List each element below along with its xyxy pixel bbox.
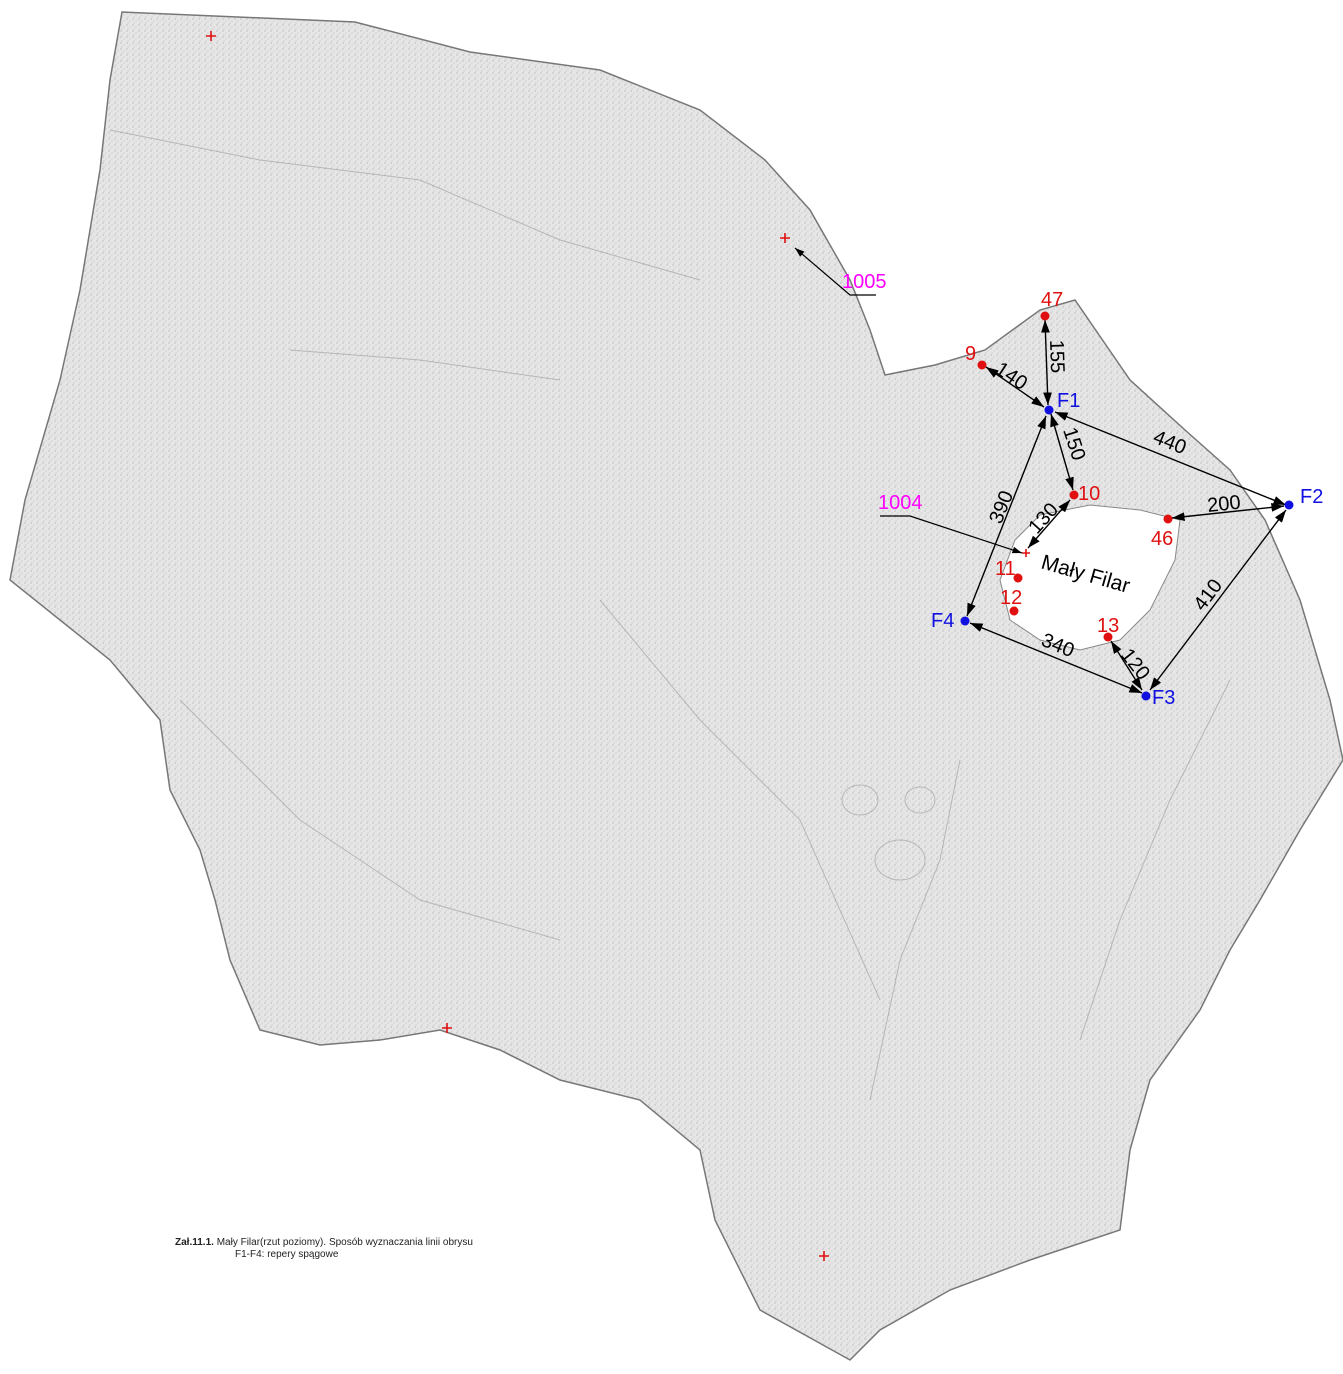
leader-1005	[794, 247, 876, 296]
arrow-f2-f3	[1149, 509, 1287, 691]
arrow-f1-f4	[966, 415, 1047, 617]
label-9: 9	[965, 343, 976, 365]
cloud-texture	[109, 129, 1231, 1101]
label-f2: F2	[1300, 486, 1323, 508]
cross-marker	[206, 31, 216, 41]
caption-prefix: Zał.11.1.	[175, 1237, 214, 1248]
cross-marker	[819, 1251, 829, 1261]
label-47: 47	[1041, 289, 1063, 311]
benchmark-f1	[1044, 405, 1054, 415]
arrow-47-f1	[1041, 319, 1052, 406]
arrow-13-f3	[1110, 640, 1143, 691]
distance-arrows	[966, 319, 1287, 694]
label-f4: F4	[931, 610, 954, 632]
label-11: 11	[995, 558, 1016, 580]
arrow-9-f1	[985, 366, 1045, 408]
point-12	[1009, 606, 1019, 616]
point-11	[1013, 573, 1023, 583]
label-13: 13	[1097, 615, 1119, 637]
label-f1: F1	[1057, 390, 1080, 412]
caption-line1: Mały Filar(rzut poziomy). Sposób wyznacz…	[216, 1237, 473, 1248]
benchmark-f4	[960, 616, 970, 626]
benchmark-f2	[1284, 500, 1294, 510]
cross-marker	[780, 233, 790, 243]
distance-200: 200	[1206, 492, 1241, 517]
label-46: 46	[1151, 528, 1173, 550]
point-46	[1163, 514, 1173, 524]
point-cloud-outline	[9, 11, 1343, 1361]
arrow-f1-f2	[1054, 411, 1287, 506]
point-13	[1103, 632, 1113, 642]
benchmarks	[960, 405, 1294, 701]
red-points	[977, 311, 1173, 642]
arrow-10-11	[1027, 499, 1071, 549]
figure-caption: Zał.11.1. Mały Filar(rzut poziomy). Spos…	[175, 1237, 473, 1261]
point-47	[1040, 311, 1050, 321]
label-f3: F3	[1152, 687, 1175, 709]
label-10: 10	[1078, 483, 1100, 505]
distance-155: 155	[1045, 339, 1068, 373]
label-1004: 1004	[878, 492, 923, 514]
label-12: 12	[1000, 587, 1022, 609]
benchmark-f3	[1141, 691, 1151, 701]
cross-marker	[442, 1023, 452, 1033]
point-9	[977, 360, 987, 370]
label-1005: 1005	[842, 271, 887, 293]
caption-line2: F1-F4: repery spągowe	[235, 1249, 339, 1260]
point-10	[1069, 490, 1079, 500]
